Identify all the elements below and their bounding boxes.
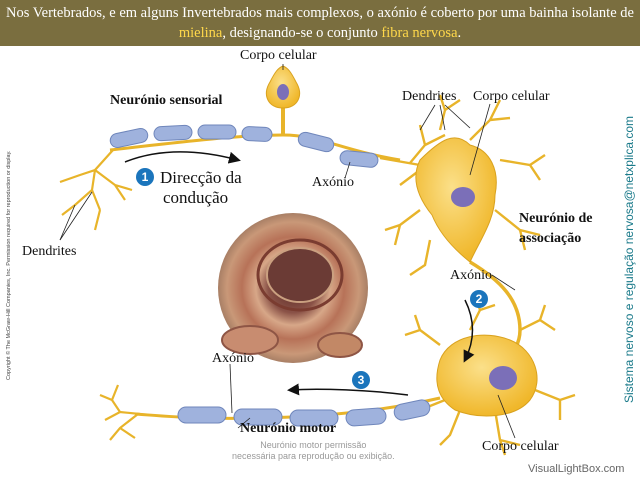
step-badge-3: 3	[352, 371, 370, 389]
label-neuronio-sensorial: Neurónio sensorial	[110, 93, 223, 108]
header-highlight-fibra: fibra nervosa	[381, 25, 458, 41]
label-axonio-3: Axónio	[212, 351, 254, 366]
label-corpo-celular-right: Corpo celular	[473, 89, 550, 104]
label-neuronio-associacao: Neurónio de associação	[519, 209, 593, 249]
header-text-1: Nos Vertebrados, e em alguns Invertebrad…	[6, 5, 634, 21]
label-dendrites-top: Dendrites	[402, 89, 457, 104]
label-axonio-2: Axónio	[450, 268, 492, 283]
label-dendrites-left: Dendrites	[22, 244, 77, 259]
label-neuronio-motor: Neurónio motor	[240, 421, 337, 436]
watermark-line2: necessária para reprodução ou exibição.	[232, 451, 395, 461]
header-caption: Nos Vertebrados, e em alguns Invertebrad…	[0, 0, 640, 46]
motor-neuron	[99, 294, 576, 456]
step-badge-1: 1	[136, 168, 154, 186]
label-direccao: Direcção da condução	[160, 168, 242, 208]
permission-watermark: Neurónio motor permissão necessária para…	[232, 440, 395, 462]
header-text-3: .	[457, 25, 462, 41]
label-direccao-line2: condução	[163, 188, 229, 207]
label-corpo-celular-top: Corpo celular	[240, 48, 317, 63]
label-pointers	[59, 64, 516, 439]
label-corpo-celular-bottom: Corpo celular	[482, 439, 559, 454]
header-highlight-mielina: mielina	[178, 25, 223, 41]
myelin-micrograph	[218, 213, 368, 363]
neuron-diagram	[59, 64, 576, 456]
copyright-notice: Copyright © The McGraw-Hill Companies, I…	[6, 150, 12, 380]
label-axonio-1: Axónio	[312, 175, 354, 190]
conduction-arrows	[124, 151, 475, 396]
step-badge-2: 2	[470, 290, 488, 308]
label-neuronio-associacao-line2: associação	[519, 231, 582, 246]
label-direccao-line1: Direcção da	[160, 168, 242, 187]
sensory-neuron	[59, 65, 401, 231]
site-watermark: VisualLightBox.com	[528, 463, 625, 475]
watermark-line1: Neurónio motor permissão	[260, 440, 367, 450]
label-neuronio-associacao-line1: Neurónio de	[519, 211, 593, 226]
side-credit-text: Sistema nervoso e regulação nervosa@netx…	[622, 116, 636, 403]
header-text-2: , designando-se o conjunto	[222, 25, 382, 41]
